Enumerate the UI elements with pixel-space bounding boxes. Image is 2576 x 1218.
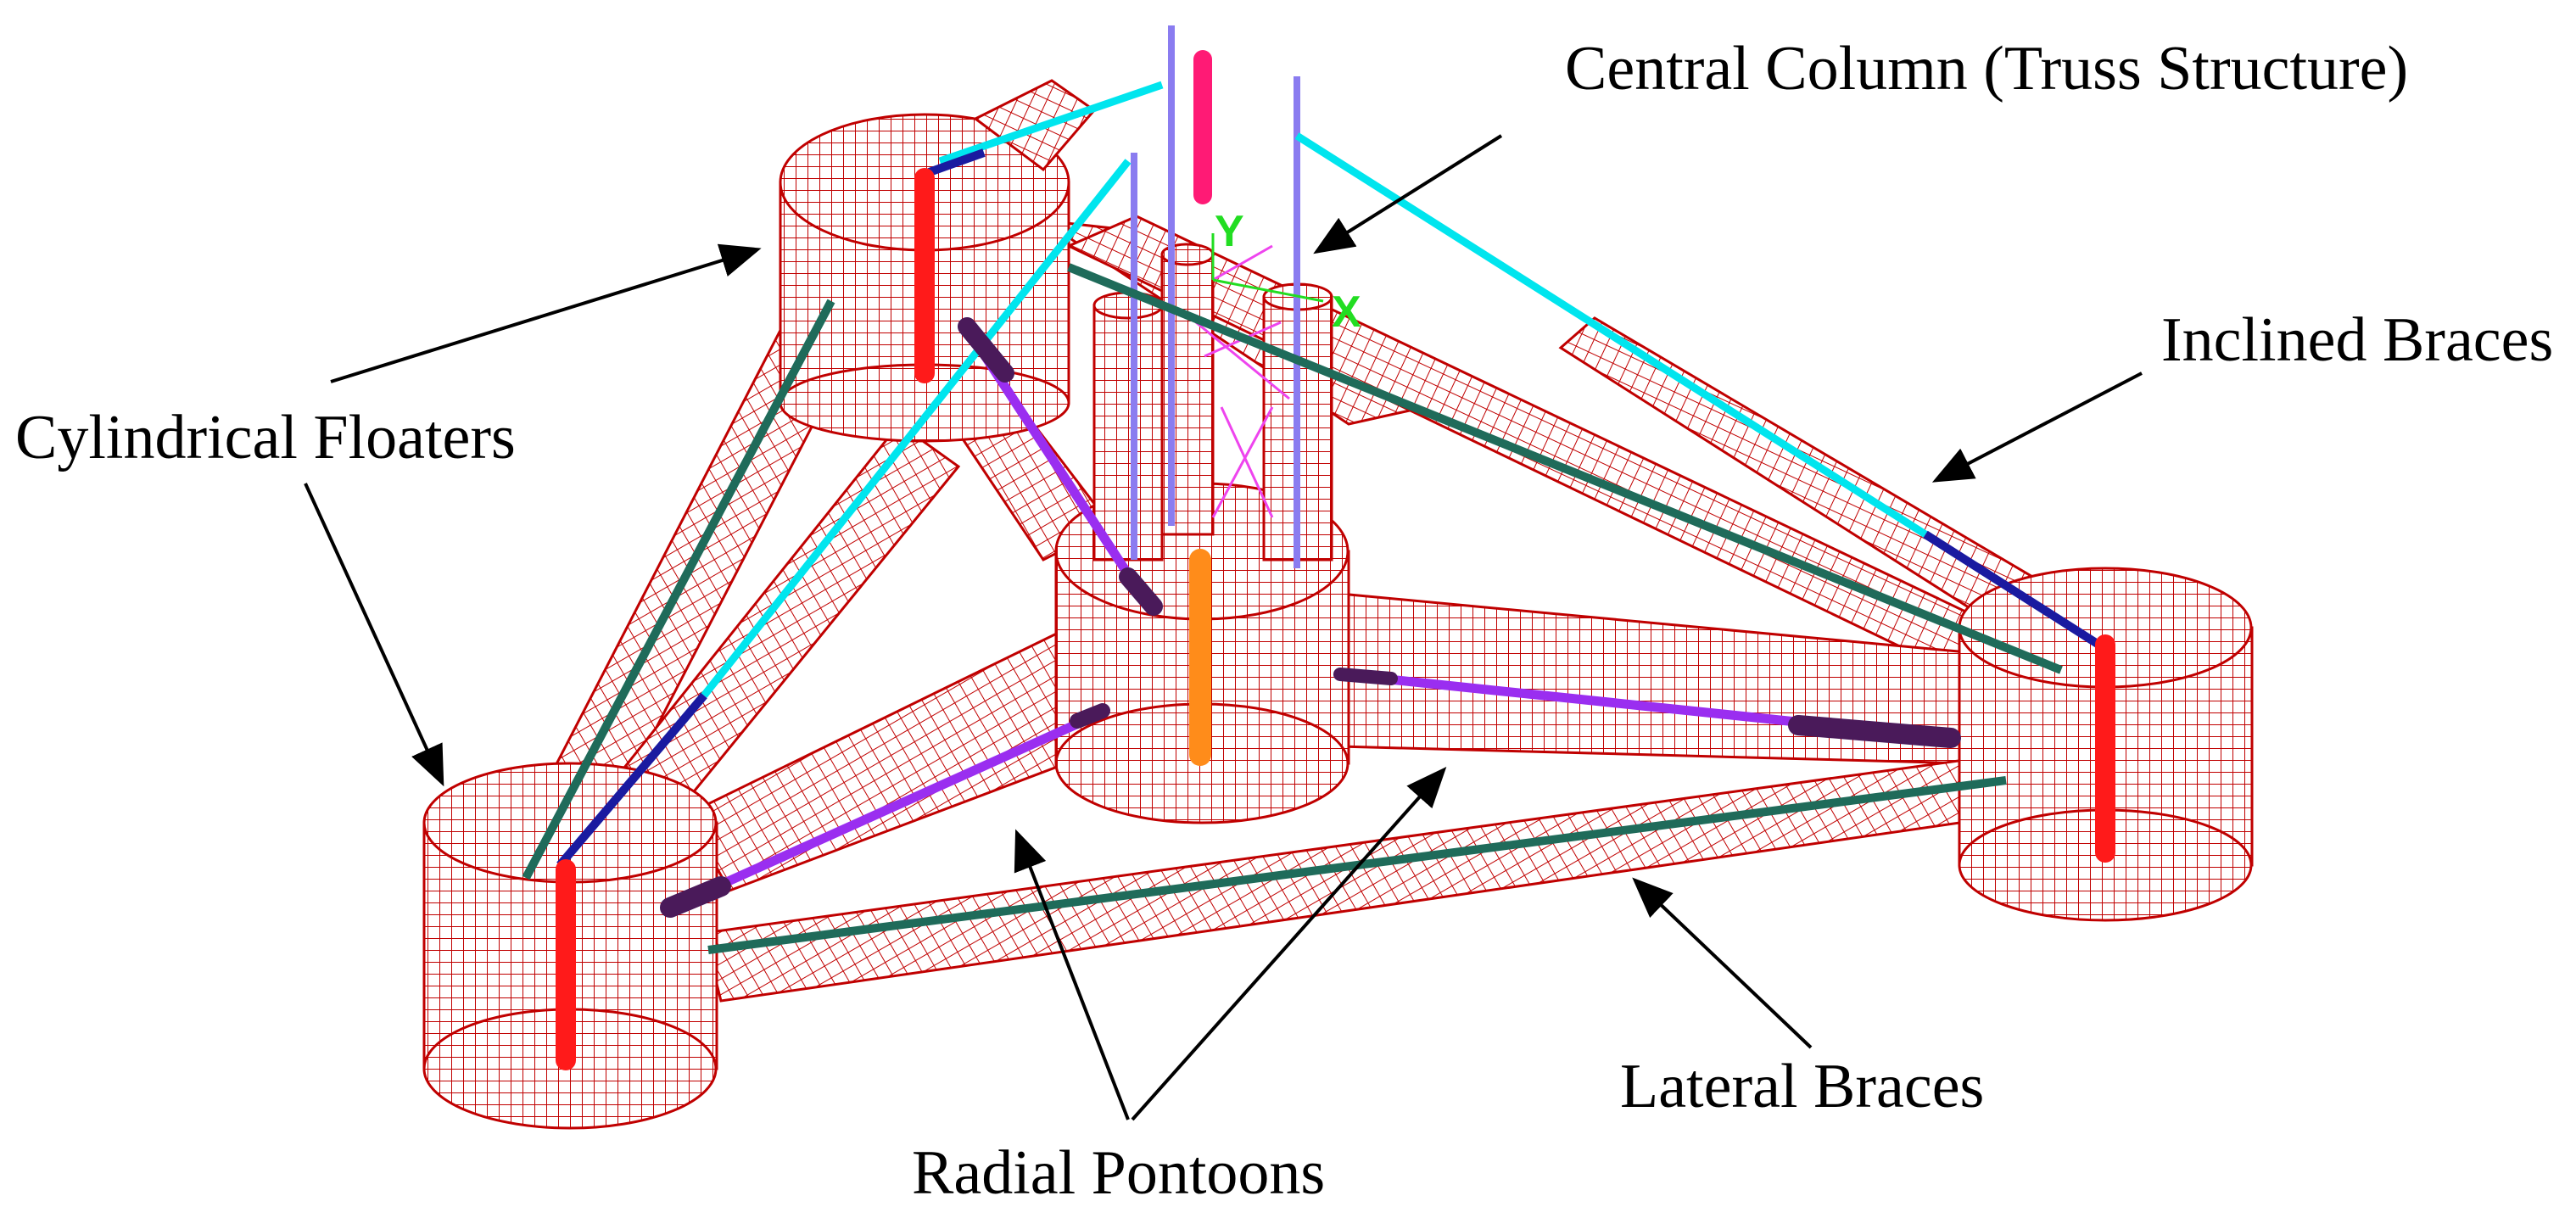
label-inclined-braces: Inclined Braces — [2161, 305, 2553, 375]
arrow-radial-pontoon-left — [1014, 829, 1130, 1120]
arrow-floater-top — [330, 243, 762, 383]
lateral-member-right — [1067, 263, 2063, 674]
axis-x-line — [1212, 278, 1324, 303]
label-central-column: Central Column (Truss Structure) — [1565, 34, 2408, 103]
arrow-central-column — [1313, 134, 1503, 254]
label-cylindrical-floaters: Cylindrical Floaters — [15, 403, 516, 472]
inclined-lower-top-left — [923, 148, 986, 178]
arrow-lateral-braces — [1632, 877, 1813, 1049]
annotation-arrows — [304, 134, 2143, 1121]
arrow-radial-pontoon-right — [1131, 767, 1447, 1121]
inclined-member-top-left — [938, 81, 1164, 165]
arrow-floater-bottom — [304, 483, 444, 787]
inclined-lower-right — [1923, 530, 2115, 657]
radial-end-left-inner — [1070, 703, 1110, 729]
label-radial-pontoons: Radial Pontoons — [912, 1138, 1325, 1208]
inclined-member-left — [701, 159, 1132, 698]
radial-member-left — [668, 707, 1105, 913]
radial-end-right-inner — [1333, 668, 1398, 685]
radial-end-top-lower — [1119, 567, 1163, 616]
radial-end-top — [958, 317, 1014, 383]
arrow-inclined-braces — [1931, 372, 2143, 483]
inclined-lower-left — [556, 692, 707, 869]
label-lateral-braces: Lateral Braces — [1620, 1052, 1984, 1121]
member-lines: Y X — [522, 25, 2115, 1070]
axis-y-label: Y — [1215, 207, 1244, 256]
axis-x-label: X — [1332, 288, 1361, 337]
radial-end-right — [1788, 715, 1961, 748]
radial-end-left — [660, 876, 731, 918]
inclined-member-right — [1294, 132, 1928, 538]
lateral-member-left — [522, 299, 835, 880]
